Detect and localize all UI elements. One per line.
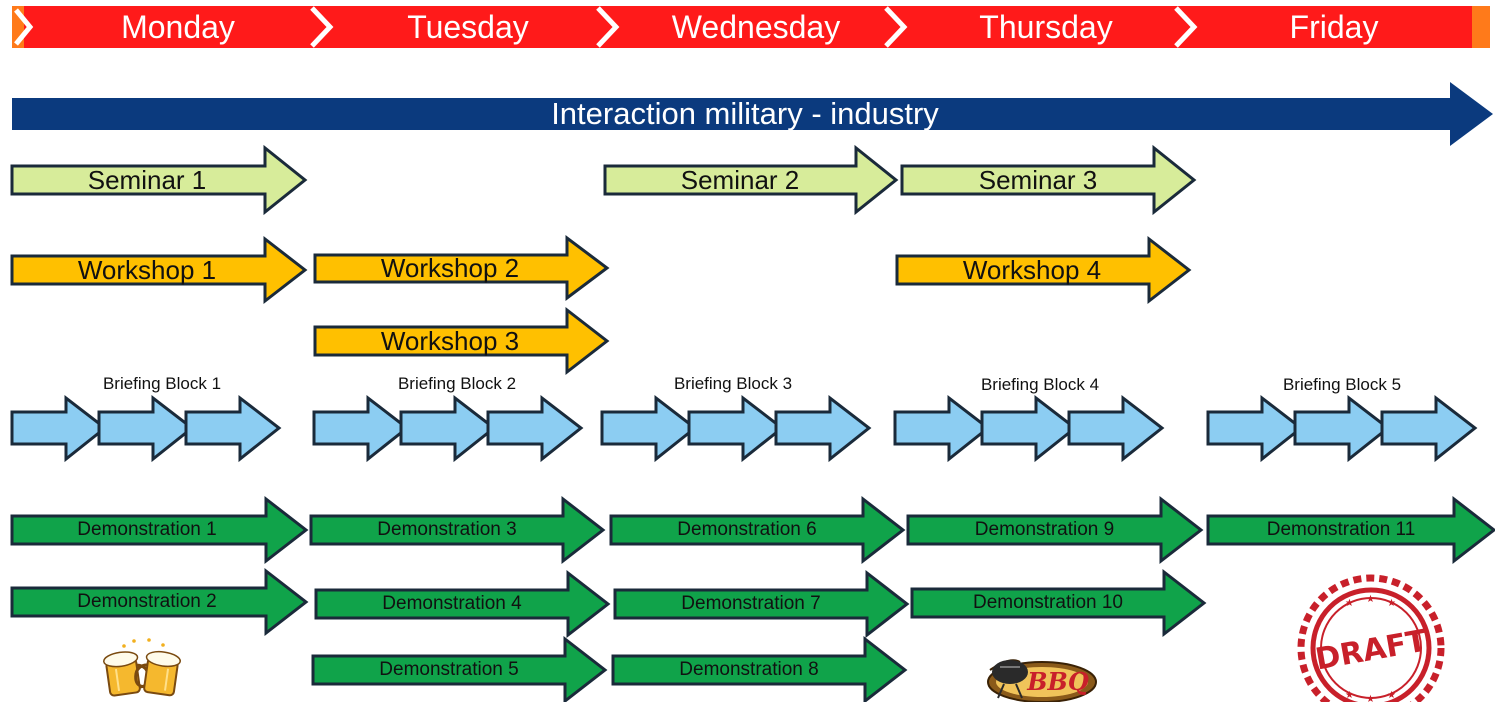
svg-text:★: ★ bbox=[1345, 598, 1354, 609]
briefing-arrows bbox=[10, 394, 1478, 463]
demonstration-arrow bbox=[309, 495, 606, 565]
briefing-arrow bbox=[1067, 394, 1165, 463]
briefing-arrow bbox=[97, 394, 195, 463]
svg-text:★: ★ bbox=[1366, 594, 1375, 605]
briefing-arrow bbox=[1206, 394, 1304, 463]
day-chevron bbox=[1174, 6, 1198, 48]
briefing-arrow bbox=[10, 394, 108, 463]
demonstration-arrow bbox=[910, 568, 1207, 638]
briefing-arrow bbox=[687, 394, 785, 463]
demonstration-arrow bbox=[611, 635, 908, 702]
seminar-arrow bbox=[10, 144, 308, 216]
beer-mugs-icon bbox=[103, 638, 181, 697]
briefing-arrow bbox=[1380, 394, 1478, 463]
day-banner-background bbox=[12, 6, 1490, 48]
briefing-arrow bbox=[980, 394, 1078, 463]
workshop-arrow bbox=[895, 235, 1192, 305]
draft-stamp-icon: ★ ★ ★ ★ ★ ★ bbox=[1297, 574, 1445, 702]
briefing-arrow bbox=[1293, 394, 1391, 463]
briefing-arrow bbox=[312, 394, 410, 463]
day-banner bbox=[12, 6, 1490, 48]
workshop-arrow bbox=[10, 235, 308, 305]
briefing-arrow bbox=[184, 394, 282, 463]
briefing-arrow bbox=[893, 394, 991, 463]
bbq-grill-icon bbox=[987, 659, 1097, 702]
workshop-arrow bbox=[313, 306, 610, 376]
demonstration-arrow bbox=[10, 495, 309, 565]
svg-text:★: ★ bbox=[1366, 694, 1375, 702]
seminar-arrow bbox=[900, 144, 1197, 216]
svg-text:★: ★ bbox=[1387, 690, 1396, 701]
demonstration-arrow bbox=[314, 569, 611, 639]
demonstration-arrow bbox=[1206, 495, 1495, 565]
demonstration-arrow bbox=[609, 495, 906, 565]
seminar-arrow bbox=[603, 144, 899, 216]
banner-right-tab bbox=[1472, 6, 1490, 48]
briefing-arrow bbox=[399, 394, 497, 463]
demonstration-arrow bbox=[311, 635, 608, 702]
interaction-arrow bbox=[12, 82, 1493, 146]
day-chevron bbox=[310, 6, 334, 48]
day-chevron bbox=[596, 6, 620, 48]
briefing-arrow bbox=[486, 394, 584, 463]
day-chevron bbox=[14, 8, 34, 46]
demonstration-arrow bbox=[613, 569, 910, 639]
demonstration-arrow bbox=[10, 567, 309, 637]
day-chevron bbox=[884, 6, 908, 48]
workshop-arrow bbox=[313, 235, 610, 301]
briefing-arrow bbox=[774, 394, 872, 463]
briefing-arrow bbox=[600, 394, 698, 463]
demonstration-arrow bbox=[906, 495, 1204, 565]
svg-text:★: ★ bbox=[1387, 598, 1396, 609]
svg-text:★: ★ bbox=[1345, 690, 1354, 701]
